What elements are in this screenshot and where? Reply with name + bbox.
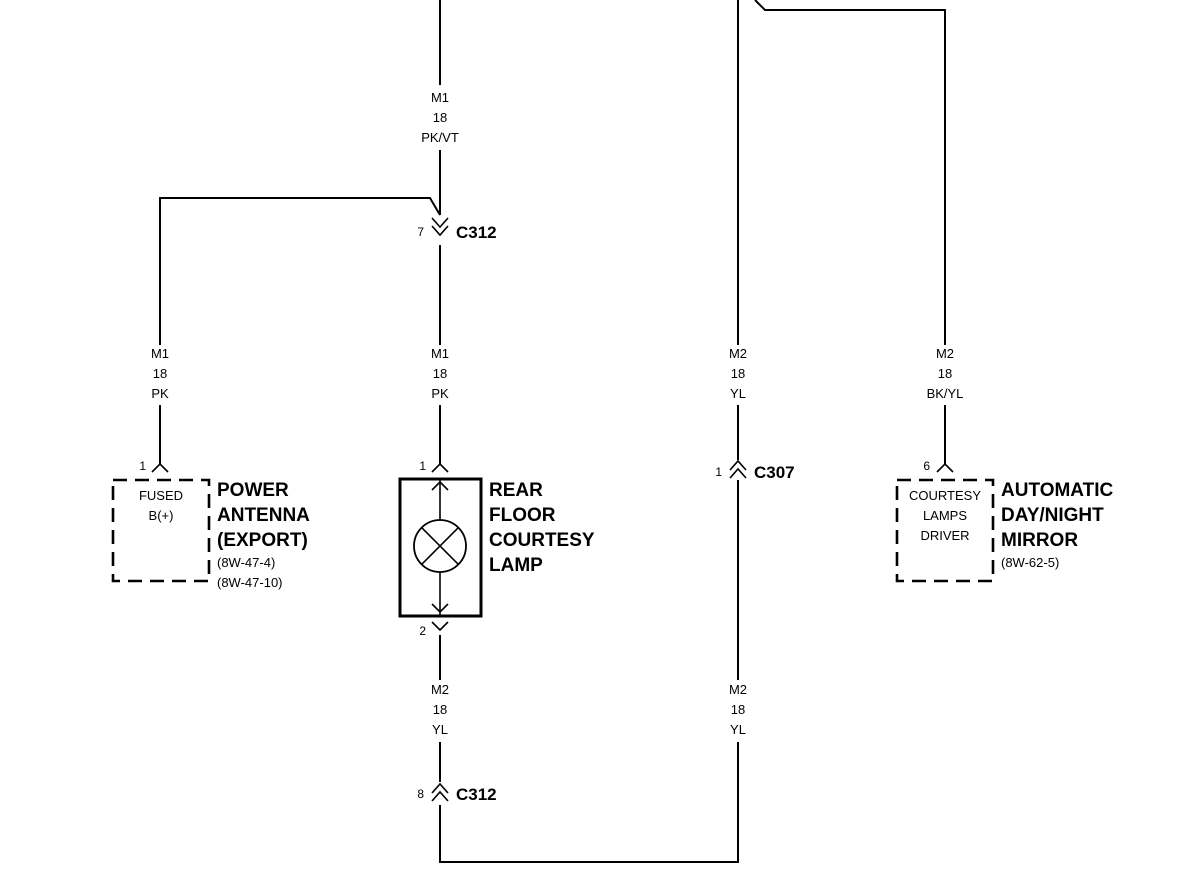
lamp-arrow-down-icon xyxy=(431,603,449,614)
wire-color: PK/VT xyxy=(421,130,459,145)
connector-name: C312 xyxy=(456,785,497,804)
wire-circuit: M2 xyxy=(936,346,954,361)
pin-caret-icon xyxy=(151,462,169,473)
wire-color: YL xyxy=(730,722,746,737)
wire-gauge: 18 xyxy=(731,702,745,717)
connector-name: C312 xyxy=(456,223,497,242)
connector-v-icon xyxy=(431,217,449,229)
wire-color: PK xyxy=(431,386,449,401)
component-title-line-4: LAMP xyxy=(489,555,543,576)
component-mirror: 6 COURTESY LAMPS DRIVER AUTOMATIC DAY/NI… xyxy=(895,459,1114,583)
wire-gauge: 18 xyxy=(153,366,167,381)
pin-v-icon xyxy=(431,621,449,632)
component-inner-line-3: DRIVER xyxy=(920,528,969,543)
component-title-line-1: REAR xyxy=(489,480,543,501)
wire-circuit: M2 xyxy=(729,682,747,697)
wire-color: BK/YL xyxy=(927,386,964,401)
component-ref-2: (8W-47-10) xyxy=(217,575,283,590)
wire-circuit: M1 xyxy=(431,346,449,361)
wire-label-m1-pk-mid: M1 18 PK xyxy=(431,346,449,401)
wire-gauge: 18 xyxy=(433,702,447,717)
component-title-line-3: MIRROR xyxy=(1001,530,1078,551)
component-inner-line-2: LAMPS xyxy=(923,508,967,523)
component-inner-line-1: COURTESY xyxy=(909,488,981,503)
component-ref-1: (8W-47-4) xyxy=(217,555,275,570)
wire-m2-bottom-loop xyxy=(439,742,739,863)
wire-gauge: 18 xyxy=(433,366,447,381)
connector-c312-top: 7 C312 xyxy=(417,217,497,242)
component-title-line-2: DAY/NIGHT xyxy=(1001,505,1104,526)
connector-caret-icon xyxy=(431,790,449,802)
component-dashed-box xyxy=(111,478,211,583)
wire-color: YL xyxy=(432,722,448,737)
wire-m2-bkyl xyxy=(754,0,946,345)
wire-label-m2-yl-right-lower: M2 18 YL xyxy=(729,682,747,737)
connector-v-icon xyxy=(431,225,449,237)
wire-color: PK xyxy=(151,386,169,401)
wire-gauge: 18 xyxy=(731,366,745,381)
wire-label-m2-yl-mid-lower: M2 18 YL xyxy=(431,682,449,737)
component-title-line-3: (EXPORT) xyxy=(217,530,308,551)
component-ref-1: (8W-62-5) xyxy=(1001,555,1059,570)
component-pin: 6 xyxy=(923,459,930,473)
connector-pin: 7 xyxy=(417,225,424,239)
component-title-line-2: ANTENNA xyxy=(217,505,310,526)
component-title-line-3: COURTESY xyxy=(489,530,595,551)
wire-circuit: M2 xyxy=(431,682,449,697)
component-inner-line-1: FUSED xyxy=(139,488,183,503)
connector-c312-bottom: 8 C312 xyxy=(417,782,497,804)
component-dashed-box xyxy=(895,478,995,583)
component-title-line-1: AUTOMATIC xyxy=(1001,480,1114,501)
connector-caret-icon xyxy=(431,782,449,794)
connector-caret-icon xyxy=(729,459,747,471)
component-title-line-2: FLOOR xyxy=(489,505,556,526)
wire-label-m1-pkvt: M1 18 PK/VT xyxy=(421,90,459,145)
wire-splice-to-antenna xyxy=(159,197,441,345)
component-title-line-1: POWER xyxy=(217,480,289,501)
connector-name: C307 xyxy=(754,463,795,482)
pin-caret-icon xyxy=(431,462,449,473)
component-pin-top: 1 xyxy=(419,459,426,473)
connector-pin: 8 xyxy=(417,787,424,801)
lamp-arrow-up-icon xyxy=(431,480,449,491)
wire-label-m1-pk-left: M1 18 PK xyxy=(151,346,169,401)
wire-label-m2-yl-right-upper: M2 18 YL xyxy=(729,346,747,401)
wire-label-m2-bkyl: M2 18 BK/YL xyxy=(927,346,964,401)
wire-circuit: M1 xyxy=(431,90,449,105)
wire-gauge: 18 xyxy=(433,110,447,125)
connector-pin: 1 xyxy=(715,465,722,479)
component-pin-bottom: 2 xyxy=(419,624,426,638)
connector-caret-icon xyxy=(729,467,747,479)
lamp-bulb-x-icon xyxy=(421,527,459,565)
component-courtesy-lamp: 1 2 REAR FLOOR COURTESY LAMP xyxy=(398,459,595,638)
wire-gauge: 18 xyxy=(938,366,952,381)
pin-caret-icon xyxy=(936,462,954,473)
wire-circuit: M2 xyxy=(729,346,747,361)
connector-c307: 1 C307 xyxy=(715,459,795,482)
wire-circuit: M1 xyxy=(151,346,169,361)
component-pin: 1 xyxy=(139,459,146,473)
component-inner-line-2: B(+) xyxy=(149,508,174,523)
component-power-antenna: 1 FUSED B(+) POWER ANTENNA (EXPORT) (8W-… xyxy=(111,459,310,590)
wire-color: YL xyxy=(730,386,746,401)
